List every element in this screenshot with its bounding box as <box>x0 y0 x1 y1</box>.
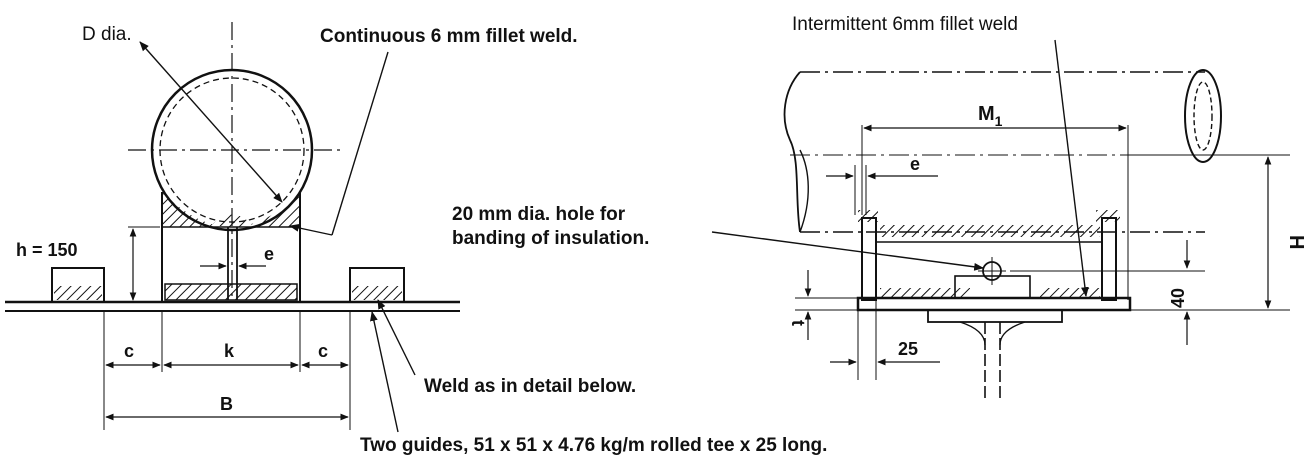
saddle-band <box>880 225 1100 237</box>
right-left-side-plate <box>861 217 877 301</box>
guides-leader <box>370 311 399 433</box>
dim-b-label: B <box>220 394 233 414</box>
right-e-label: e <box>910 154 920 174</box>
tee-fillet-right <box>999 321 1026 346</box>
right-view: M1 e H 40 t 25 Intermittent 6mm fillet w… <box>452 14 1307 400</box>
dim-c-left-label: c <box>124 341 134 361</box>
right-guide <box>349 267 405 303</box>
tee-flange <box>927 309 1063 323</box>
weld-detail-leader <box>377 299 416 376</box>
right-plate-weld-top <box>1096 210 1120 222</box>
hole-label-line1: 20 mm dia. hole for <box>452 204 626 225</box>
pipe-right-end-outer <box>1184 69 1222 163</box>
left-e-label: e <box>264 244 274 264</box>
h-dimension-label: h = 150 <box>16 240 78 260</box>
right-base-plate <box>856 296 1132 312</box>
hole-label-line2: banding of insulation. <box>452 228 649 249</box>
base-weld-right <box>1040 288 1100 298</box>
pipe-left-break-inner <box>799 149 809 233</box>
cradle-top-hatch <box>162 192 300 227</box>
pipe-left-break <box>783 71 801 233</box>
m1-label: M1 <box>978 103 1003 129</box>
m1-subscript: 1 <box>995 113 1003 129</box>
continuous-weld-leader-b <box>289 224 333 236</box>
intermittent-weld-leader <box>1054 39 1089 297</box>
dim-k-label: k <box>224 341 235 361</box>
t-label: t <box>788 320 808 326</box>
continuous-weld-leader-a <box>331 51 389 236</box>
pipe-right-end-inner <box>1193 81 1213 151</box>
weld-detail-label: Weld as in detail below. <box>424 376 636 397</box>
left-plate-weld-top <box>858 210 878 222</box>
right-right-side-plate <box>1101 217 1117 301</box>
m1-main: M <box>978 103 995 125</box>
dim-25-label: 25 <box>898 339 918 359</box>
intermittent-weld-label: Intermittent 6mm fillet weld <box>792 14 1018 35</box>
dim-c-right-label: c <box>318 341 328 361</box>
h-big-label: H <box>1285 235 1307 249</box>
d-dia-leader <box>139 41 283 203</box>
left-guide-weld <box>54 286 102 300</box>
d-dia-label: D dia. <box>82 24 132 45</box>
tee-fillet-left <box>959 321 986 346</box>
left-guide <box>51 267 105 303</box>
continuous-weld-label: Continuous 6 mm fillet weld. <box>320 26 578 47</box>
right-guide-weld <box>352 286 402 300</box>
hole-leader <box>711 231 984 271</box>
dim-40-label: 40 <box>1168 288 1188 308</box>
cradle-bottom-flange <box>164 283 298 301</box>
guides-label: Two guides, 51 x 51 x 4.76 kg/m rolled t… <box>360 435 827 456</box>
base-weld-left <box>880 288 970 298</box>
left-view: h = 150 e c k c B D dia. Continuous 6 mm… <box>5 22 827 456</box>
